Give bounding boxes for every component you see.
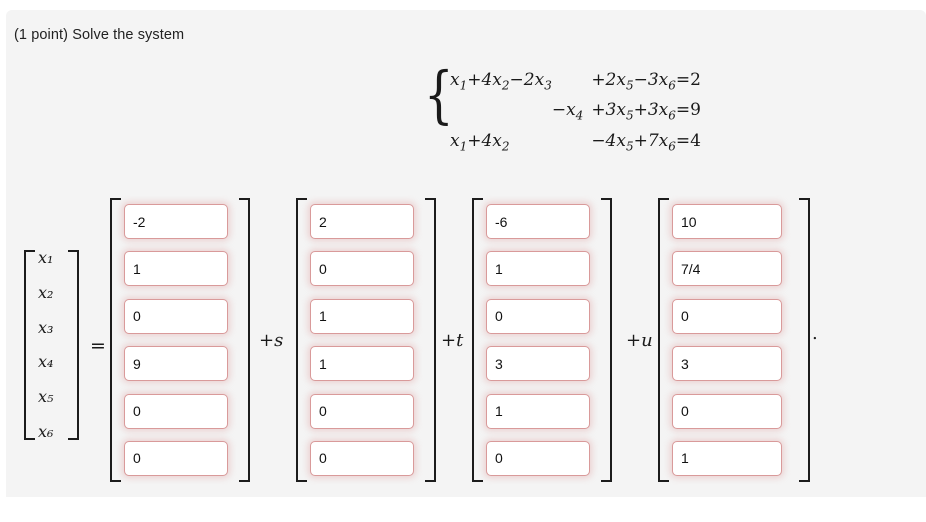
vector3-input-row3[interactable]	[486, 298, 590, 334]
eq2-term5: +3x5	[591, 100, 634, 123]
eq2-term4: −x4	[551, 100, 584, 123]
eq3-term3	[510, 127, 552, 157]
vector4-input-row1[interactable]	[672, 204, 782, 239]
eq1-term5: +2x5	[591, 70, 634, 93]
eq3-term2: +4x2	[467, 130, 510, 154]
variable-x2: x₂	[38, 282, 54, 302]
vector1-input-row6[interactable]	[124, 440, 228, 476]
eq1-equals: =	[675, 70, 691, 90]
vector4-input-row4[interactable]	[672, 346, 782, 382]
vector1-cells	[124, 204, 236, 476]
operator-param-u: u	[641, 330, 653, 351]
eq1-term3: −2x3	[509, 70, 552, 93]
eq1-term6: −3x6	[633, 70, 676, 93]
answer-vector-4	[658, 198, 810, 482]
vector3-input-row6[interactable]	[486, 440, 590, 476]
answer-vector-2	[296, 198, 436, 482]
eq2-term1	[450, 96, 467, 126]
variable-vector: x₁ x₂ x₃ x₄ x₅ x₆	[24, 250, 79, 440]
problem-prompt: (1 point) Solve the system	[14, 27, 185, 43]
trailing-period: .	[812, 323, 818, 344]
eq2-term6: +3x6	[633, 100, 676, 123]
vector2-input-row5[interactable]	[310, 393, 414, 429]
solution-expression: x₁ x₂ x₃ x₄ x₅ x₆ =	[6, 190, 926, 497]
eq3-term6: +7x6	[633, 130, 676, 154]
operator-param-s: s	[274, 330, 284, 351]
variable-vector-right-bracket	[68, 250, 79, 440]
vector1-input-row3[interactable]	[124, 298, 228, 334]
equals-sign: =	[90, 335, 106, 357]
variable-x5: x₅	[38, 387, 54, 407]
system-brace: {	[424, 58, 454, 131]
vector2-input-row6[interactable]	[310, 440, 414, 476]
vector2-right-bracket	[425, 198, 436, 482]
operator-plus-t: +t	[441, 330, 463, 351]
answer-vector-1	[110, 198, 250, 482]
variable-x4: x₄	[38, 352, 54, 372]
vector4-cells	[672, 204, 790, 476]
vector3-input-row1[interactable]	[486, 204, 590, 239]
vector4-input-row5[interactable]	[672, 393, 782, 429]
eq1-term4	[552, 66, 591, 96]
vector4-right-bracket	[799, 198, 810, 482]
eq1-rhs: 2	[690, 70, 701, 90]
vector3-cells	[486, 204, 598, 476]
vector3-input-row5[interactable]	[486, 393, 590, 429]
vector1-right-bracket	[239, 198, 250, 482]
variable-list: x₁ x₂ x₃ x₄ x₅ x₆	[38, 250, 72, 440]
operator-plus-s: +s	[259, 330, 283, 351]
eq1-term1: x1	[450, 70, 468, 93]
variable-x6: x₆	[38, 421, 54, 441]
answer-vector-3	[472, 198, 612, 482]
eq3-term1: x1	[450, 130, 468, 154]
operator-param-t: t	[456, 330, 464, 351]
equations-table: x1 +4x2 −2x3 +2x5 −3x6 = 2 −x4 +3x5 +3x6	[450, 66, 701, 157]
operator-plus-sign-2: +	[441, 330, 457, 351]
eq3-rhs: 4	[690, 130, 701, 151]
eq2-rhs: 9	[690, 100, 701, 121]
vector2-input-row3[interactable]	[310, 298, 414, 334]
vector4-input-row6[interactable]	[672, 440, 782, 476]
vector3-input-row2[interactable]	[486, 251, 590, 287]
operator-plus-sign-3: +	[626, 330, 642, 351]
vector1-left-bracket	[110, 198, 121, 482]
vector3-input-row4[interactable]	[486, 346, 590, 382]
operator-plus-sign-1: +	[259, 330, 275, 351]
vector3-right-bracket	[601, 198, 612, 482]
vector4-input-row3[interactable]	[672, 298, 782, 334]
eq3-term5: −4x5	[591, 130, 634, 154]
eq2-term3	[510, 96, 552, 126]
vector4-left-bracket	[658, 198, 669, 482]
variable-vector-left-bracket	[24, 250, 35, 440]
problem-panel: (1 point) Solve the system { x1 +4x2 −2x…	[6, 10, 926, 497]
vector2-input-row1[interactable]	[310, 204, 414, 239]
vector2-left-bracket	[296, 198, 307, 482]
eq2-term2	[467, 96, 509, 126]
equation-row-2: −x4 +3x5 +3x6 = 9	[450, 96, 701, 126]
vector3-left-bracket	[472, 198, 483, 482]
eq3-term4	[552, 127, 591, 157]
vector2-input-row2[interactable]	[310, 251, 414, 287]
vector1-input-row2[interactable]	[124, 251, 228, 287]
variable-x3: x₃	[38, 317, 54, 337]
variable-x1: x₁	[38, 248, 54, 267]
vector1-input-row5[interactable]	[124, 393, 228, 429]
equation-row-1: x1 +4x2 −2x3 +2x5 −3x6 = 2	[450, 66, 701, 96]
vector2-input-row4[interactable]	[310, 346, 414, 382]
vector1-input-row1[interactable]	[124, 204, 228, 239]
equation-row-3: x1 +4x2 −4x5 +7x6 = 4	[450, 127, 701, 157]
vector2-cells	[310, 204, 422, 476]
eq3-equals: =	[675, 130, 691, 151]
vector4-input-row2[interactable]	[672, 251, 782, 287]
eq2-equals: =	[675, 100, 691, 121]
operator-plus-u: +u	[626, 330, 653, 351]
vector1-input-row4[interactable]	[124, 346, 228, 382]
eq1-term2: +4x2	[467, 70, 510, 93]
